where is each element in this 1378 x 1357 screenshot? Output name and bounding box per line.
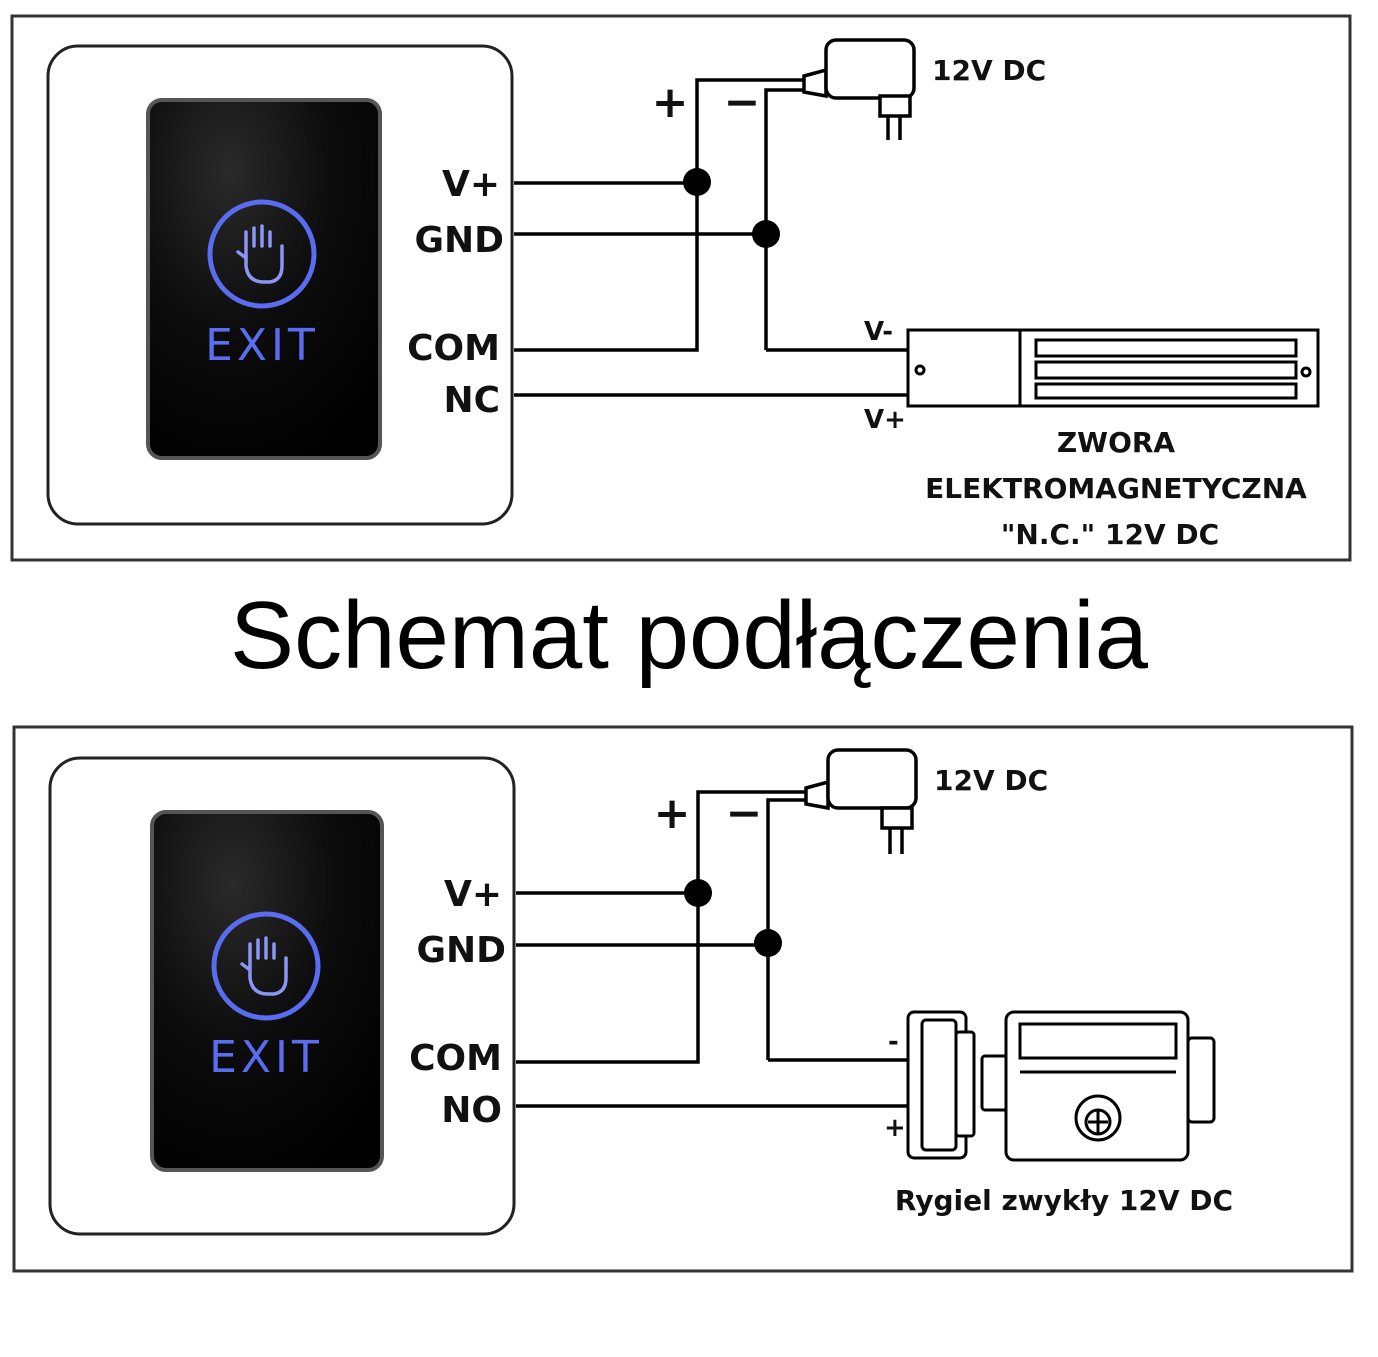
junction-dot	[754, 929, 782, 957]
minus-sign: −	[726, 788, 763, 839]
supply-label: 12V DC	[934, 764, 1048, 797]
device-label-line1: ZWORA	[1057, 426, 1176, 459]
device-label-line3: "N.C." 12V DC	[1001, 518, 1219, 551]
bottom-frame	[12, 725, 1354, 1273]
supply-label: 12V DC	[932, 54, 1046, 87]
bolt-lock-icon	[906, 1010, 1216, 1162]
plus-sign: +	[654, 788, 691, 839]
bottom-section: EXIT V+ GND COM NO + − 12V DC - +	[12, 725, 1354, 1273]
junction-dot	[683, 168, 711, 196]
junction-dot	[684, 879, 712, 907]
terminal-vplus: V+	[442, 164, 500, 205]
terminal-com: COM	[407, 328, 500, 369]
power-adapter-icon	[804, 748, 918, 854]
terminal-no: NO	[441, 1090, 502, 1131]
power-adapter-icon	[802, 38, 916, 140]
terminal-gnd: GND	[416, 930, 506, 971]
exit-label: EXIT	[209, 1032, 323, 1083]
lock-minus-label: -	[888, 1027, 899, 1057]
lock-plus-label: V+	[864, 405, 906, 435]
terminal-com: COM	[409, 1038, 502, 1079]
bottom-wires	[516, 790, 910, 1108]
junction-dot	[752, 220, 780, 248]
terminal-gnd: GND	[414, 220, 504, 261]
lock-plus-label: +	[884, 1113, 906, 1143]
exit-label: EXIT	[205, 320, 319, 371]
diagram-title: Schemat podłączenia	[230, 582, 1149, 689]
terminal-nc: NC	[443, 380, 500, 421]
lock-minus-label: V-	[864, 317, 893, 347]
top-section: EXIT V+ GND COM NC + − 12V DC V	[10, 14, 1352, 562]
terminal-vplus: V+	[444, 874, 502, 915]
top-wires	[514, 78, 910, 397]
device-label-line2: ELEKTROMAGNETYCZNA	[925, 472, 1307, 505]
plus-sign: +	[652, 77, 689, 128]
top-exit-button: EXIT	[46, 44, 514, 526]
device-label: Rygiel zwykły 12V DC	[895, 1184, 1233, 1217]
bottom-exit-button: EXIT	[48, 756, 516, 1236]
minus-sign: −	[724, 77, 761, 128]
hand-icon	[211, 911, 321, 1021]
hand-icon	[207, 199, 317, 309]
top-frame	[10, 14, 1352, 562]
electromagnetic-lock-icon	[906, 328, 1320, 408]
